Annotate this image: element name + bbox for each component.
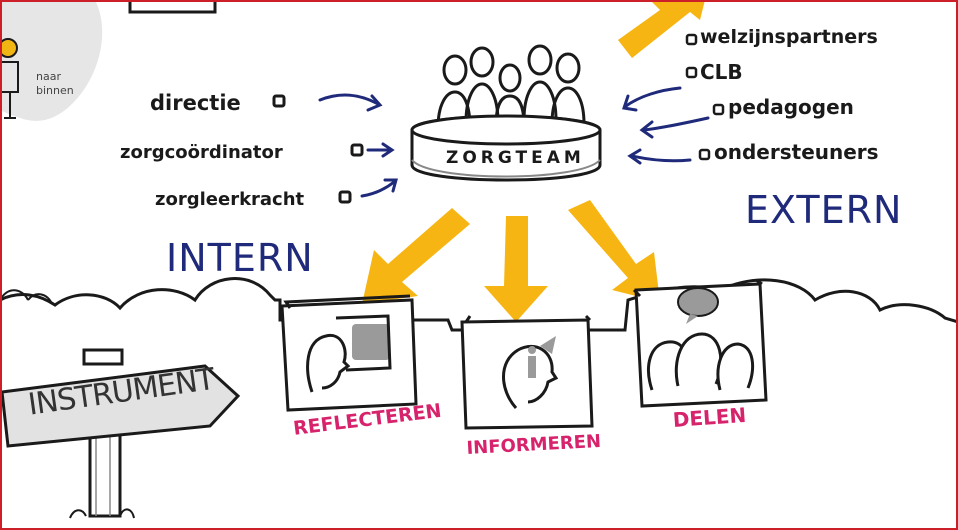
signpost-icon	[0, 348, 241, 519]
extern-arrows	[622, 86, 710, 165]
extern-item-clb: CLB	[700, 60, 743, 84]
extern-item-welzijnspartners: welzijnspartners	[700, 26, 878, 48]
corner-sign-line2: binnen	[36, 84, 74, 97]
arrow-to-informeren	[484, 216, 548, 322]
extern-item-ondersteuners: ondersteuners	[714, 140, 879, 164]
intern-item-zorgcoordinator: zorgcoördinator	[120, 142, 283, 163]
arrow-top-right	[618, 0, 705, 58]
group-speech-icon	[647, 287, 755, 391]
extern-checkboxes	[685, 33, 725, 161]
top-left-cloud	[0, 0, 103, 121]
intern-arrows	[318, 93, 398, 198]
team-ring	[410, 114, 602, 182]
extern-item-pedagogen: pedagogen	[728, 95, 854, 119]
person-info-icon	[502, 336, 559, 409]
corner-sign-line1: naar	[36, 70, 61, 83]
zorgteam-label: ZORGTEAM	[446, 148, 585, 168]
arrow-to-reflecteren	[362, 208, 470, 304]
intern-item-zorgleerkracht: zorgleerkracht	[155, 189, 305, 210]
reflecteren-frame	[280, 294, 418, 412]
tree-scribble	[0, 289, 53, 305]
intern-item-directie: directie	[150, 91, 241, 115]
team-people-icon	[436, 44, 586, 129]
intern-heading: INTERN	[166, 236, 314, 280]
yellow-arrows	[362, 0, 705, 322]
corner-figure-icon	[0, 38, 19, 119]
extern-heading: EXTERN	[745, 188, 903, 232]
person-thought-icon	[306, 314, 392, 393]
intern-checkboxes	[272, 94, 364, 204]
arrow-to-delen	[568, 200, 660, 302]
top-left-box	[128, 0, 217, 14]
outcome-delen: DELEN	[672, 402, 747, 432]
